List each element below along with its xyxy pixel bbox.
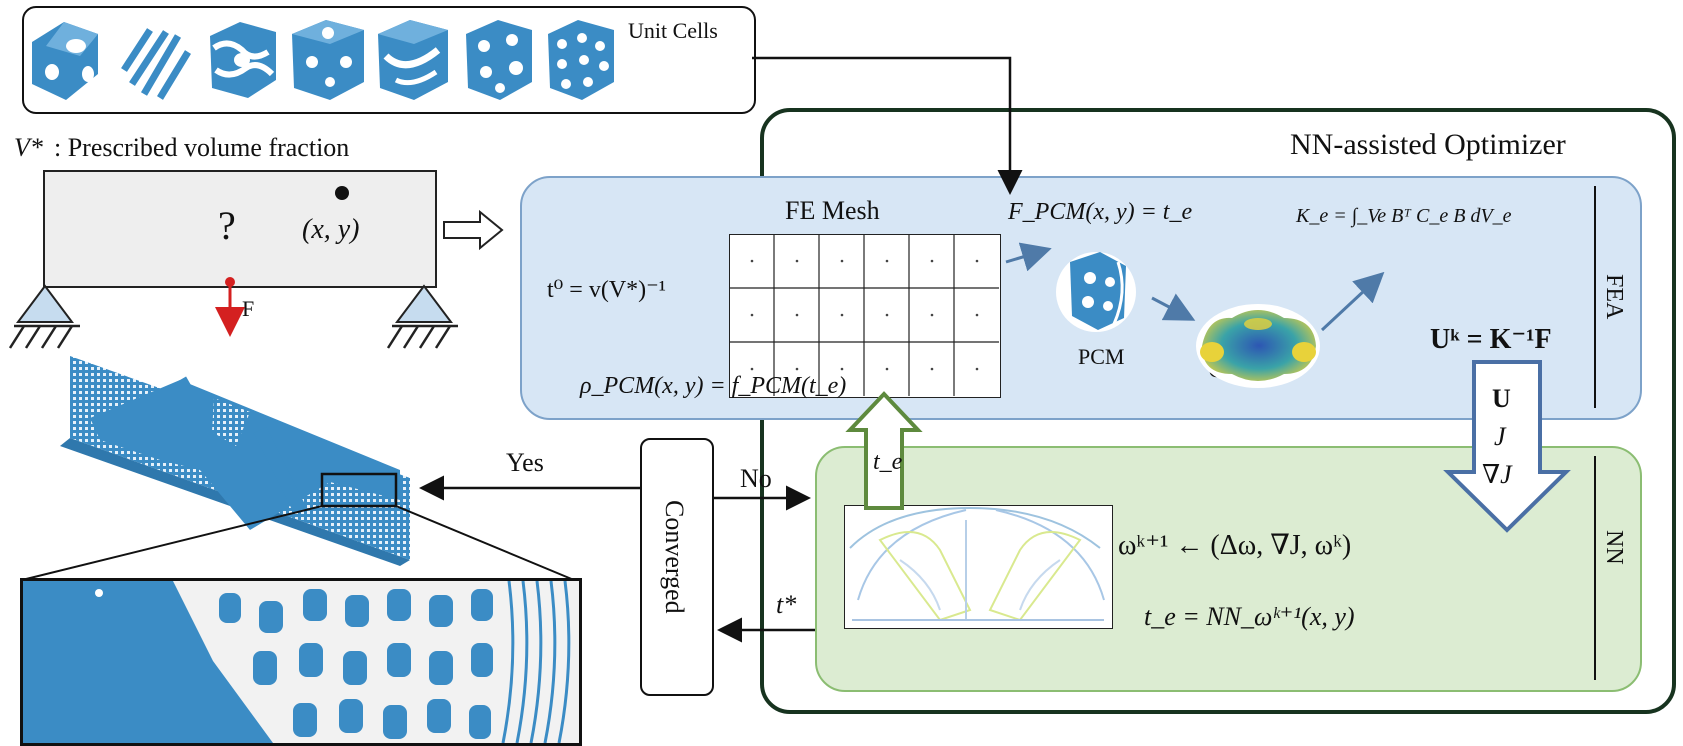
zoom-detail [20, 578, 582, 746]
unit-cell-images [32, 20, 614, 100]
down-arrow-label-u: U [1492, 384, 1511, 413]
te-up-arrow [845, 391, 923, 510]
fpcm-equation: F_PCM(x, y) = t_e [1008, 199, 1193, 225]
yes-label: Yes [506, 448, 544, 477]
fea-divider [1594, 186, 1596, 408]
unknown-mark: ? [218, 203, 236, 248]
pcm-label: PCM [1078, 344, 1125, 369]
ce-stiffness-blob [1196, 304, 1320, 388]
uk-equation: Uᵏ = K⁻¹F [1430, 324, 1552, 355]
force-label: F [242, 296, 255, 321]
point-label: (x, y) [302, 214, 360, 245]
converged-box [640, 438, 714, 696]
input-arrow [443, 209, 504, 251]
pcm-cell-image [1056, 252, 1136, 332]
unit-cell-4 [292, 20, 364, 100]
omega-equation: ωᵏ⁺¹ ← (Δω, ∇J, ωᵏ) [1118, 530, 1352, 561]
converged-label: Converged [660, 500, 689, 614]
right-support [395, 284, 453, 323]
optimizer-title: NN-assisted Optimizer [1290, 128, 1566, 161]
t0-equation: t⁰ = v(V*)⁻¹ [547, 277, 667, 303]
unit-cells-arrow [752, 56, 1023, 195]
prescribed-symbol: V* [14, 133, 43, 162]
unit-cell-7 [548, 20, 614, 100]
u-j-down-arrow [1443, 360, 1571, 533]
nn-density-field [844, 505, 1113, 629]
no-label: No [740, 464, 772, 493]
ke-equation: K_e = ∫_Ve Bᵀ C_e B dV_e [1296, 205, 1512, 227]
point-dot [335, 186, 349, 200]
unit-cell-5 [378, 20, 448, 100]
down-arrow-label-gradj: ∇J [1482, 460, 1512, 489]
unit-cells-label: Unit Cells [628, 18, 718, 43]
left-support [16, 284, 74, 323]
unit-cell-1 [32, 22, 98, 100]
unit-cell-3 [210, 22, 276, 98]
fe-mesh-title: FE Mesh [785, 196, 880, 225]
up-arrow-label: t_e [873, 449, 903, 475]
te-equation: t_e = NN_ωᵏ⁺¹(x, y) [1144, 602, 1355, 631]
prescribed-text: : Prescribed volume fraction [54, 133, 350, 162]
unit-cell-2 [121, 24, 191, 100]
tstar-label: t* [776, 590, 797, 619]
rho-equation: ρ_PCM(x, y) = f_PCM(t_e) [580, 373, 847, 399]
unit-cell-6 [466, 20, 532, 100]
design-domain-beam [43, 170, 437, 288]
nn-divider [1594, 456, 1596, 680]
down-arrow-label-j: J [1494, 422, 1506, 451]
